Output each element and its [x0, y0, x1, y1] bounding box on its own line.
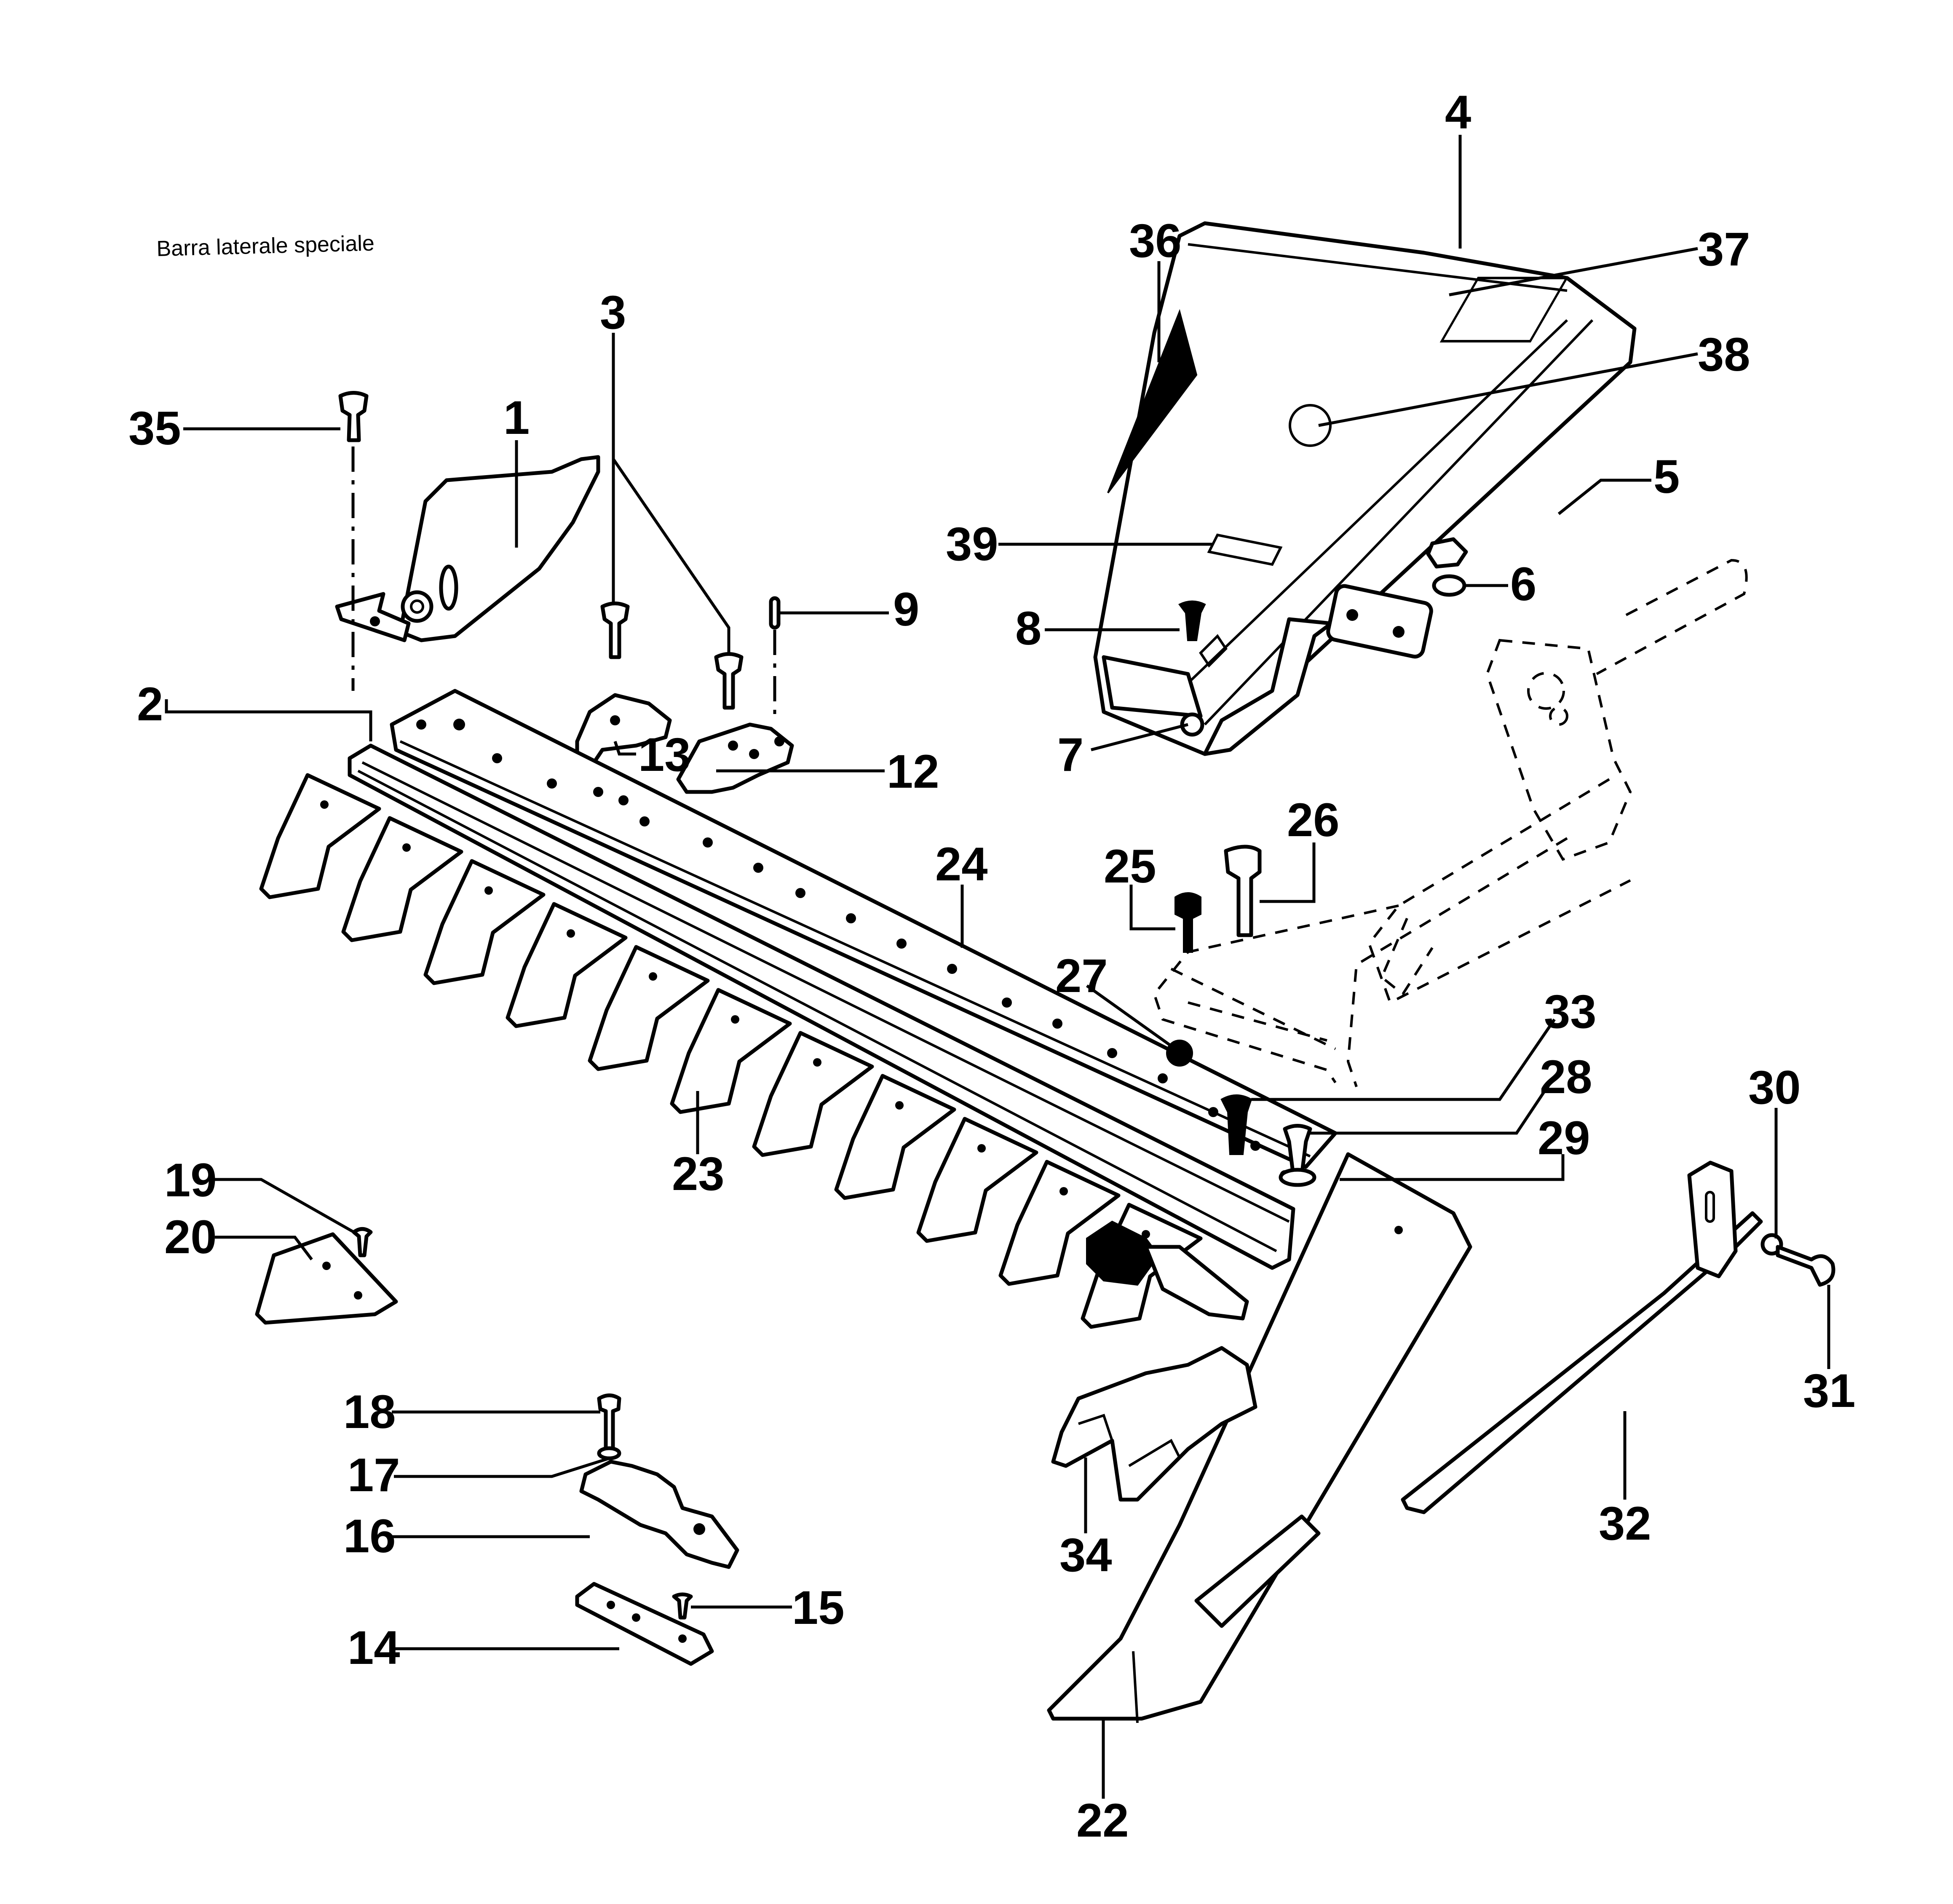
callout-9: 9: [893, 583, 919, 636]
callout-27: 28: [1540, 1051, 1592, 1103]
rivet-19: [352, 1227, 373, 1257]
decal-37-shape: [1439, 277, 1569, 342]
callout-18: 18: [343, 1385, 396, 1438]
callout-30: 31: [1803, 1364, 1856, 1417]
callout-6: 6: [1510, 558, 1536, 610]
bolt-34: [338, 391, 369, 442]
callout-8: 8: [1015, 602, 1041, 655]
callout-3: 3: [600, 286, 626, 339]
bolt-30: [1776, 1245, 1835, 1287]
knife-tooth-rivet: [567, 929, 575, 938]
knife-tooth-rivet: [895, 1101, 904, 1110]
grass-board-rod-31: [1401, 1211, 1763, 1514]
knife-tooth: [423, 859, 546, 985]
nut-5: [1426, 537, 1468, 569]
callout-2: 2: [137, 678, 163, 730]
callout-26: 27: [1055, 949, 1108, 1002]
knife-section-20: [255, 1232, 398, 1325]
decal-39-shape: [1207, 533, 1283, 566]
knife-tooth-rivet: [1142, 1230, 1150, 1238]
knife-tooth-rivet: [402, 843, 411, 852]
knife-tooth-rivet: [977, 1144, 986, 1153]
callout-25: 26: [1287, 794, 1340, 846]
washer-17: [597, 1446, 621, 1460]
callout-39: 39: [946, 518, 998, 570]
knife-tooth: [752, 1031, 874, 1157]
knife-tooth-rivet: [649, 972, 657, 981]
cutter-bar: [348, 689, 1338, 1270]
knife-tooth: [259, 773, 381, 899]
callout-22: 23: [672, 1147, 725, 1200]
double-guard-33: [1051, 1346, 1257, 1502]
callout-16: 16: [343, 1510, 396, 1562]
callout-31: 32: [1599, 1497, 1651, 1550]
callout-28: 29: [1538, 1112, 1590, 1164]
callout-29: 30: [1748, 1061, 1801, 1114]
knife-tooth: [670, 988, 792, 1114]
knife-tooth-rivet: [484, 886, 493, 895]
callout-19: 19: [164, 1154, 217, 1206]
rivet-14: [672, 1592, 693, 1620]
bolt-3b: [714, 652, 744, 710]
callout-4: 4: [1445, 86, 1471, 139]
bolt-24: [1174, 892, 1201, 953]
callout-7: 7: [1057, 728, 1084, 781]
knife-tooth: [834, 1074, 956, 1200]
knife-tooth-rivet: [1059, 1187, 1068, 1195]
knife-tooth: [998, 1160, 1121, 1286]
callout-32: 22: [1076, 1794, 1129, 1847]
callout-12: 12: [887, 745, 939, 798]
inner-shoe: [1047, 1152, 1472, 1723]
knife-guard-16: [579, 1460, 739, 1569]
diagram-title: Barra laterale speciale: [156, 231, 375, 261]
bar-holes: [416, 719, 1290, 1180]
callout-labels: 4 36 37 38 35 1 3 5 39 6 9 8 2 7 13 12 2…: [128, 86, 1856, 1847]
warning-decal-36: [1107, 309, 1198, 494]
callout-24: 25: [1104, 840, 1156, 893]
callout-17: 17: [348, 1449, 400, 1501]
mower-drive-housing-outline: [1153, 559, 1748, 1087]
pin-9: [769, 596, 781, 630]
leader-lines: [165, 135, 1830, 1799]
callout-14: 15: [792, 1581, 845, 1634]
knife-tooth: [506, 902, 628, 1028]
knife-tooth: [341, 816, 463, 942]
knife-tooth-rivet: [813, 1058, 821, 1067]
callout-34: 35: [128, 402, 181, 455]
knife-clip-12: [676, 722, 794, 794]
callout-13: 13: [638, 728, 691, 781]
bar-guard: [1086, 1220, 1160, 1286]
callout-23: 24: [935, 838, 988, 890]
outer-shoe: [335, 455, 600, 642]
callout-36: 36: [1129, 214, 1182, 267]
knife-tooth: [588, 945, 710, 1071]
callout-1: 1: [503, 391, 530, 444]
callout-37: 37: [1698, 223, 1750, 275]
callout-5: 5: [1653, 450, 1680, 503]
callout-35: 33: [1544, 985, 1597, 1038]
washer-6: [1432, 574, 1466, 597]
knife-tooth-rivet: [731, 1015, 739, 1024]
callout-33: 34: [1059, 1529, 1112, 1581]
callout-38: 38: [1698, 328, 1750, 381]
decal-38-shape: [1289, 404, 1332, 447]
callout-15: 14: [348, 1621, 400, 1674]
drive-cover: [1093, 221, 1637, 756]
washer-28: [1279, 1168, 1316, 1187]
bolt-25: [1224, 845, 1262, 937]
knife-tooth: [916, 1117, 1038, 1243]
knife-tooth-rivet: [320, 800, 329, 809]
bolt-3a: [600, 602, 630, 659]
bolt-18: [597, 1393, 621, 1451]
bolt-35: [1220, 1094, 1252, 1155]
callout-20: 20: [164, 1211, 217, 1263]
